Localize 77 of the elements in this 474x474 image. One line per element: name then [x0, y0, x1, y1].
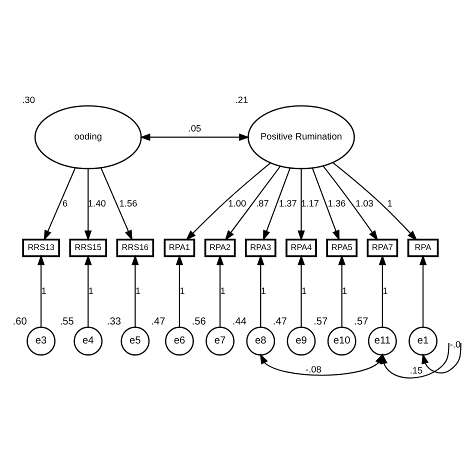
edge-label: 1.40	[88, 198, 106, 208]
arrow	[132, 254, 139, 328]
arrow	[312, 168, 340, 241]
node-circle: e8	[246, 326, 276, 356]
edge-label: 1	[260, 286, 266, 296]
edge-label: 1	[301, 286, 307, 296]
node-box: RRS15	[69, 238, 108, 258]
node-label: .55	[60, 316, 74, 328]
node-box: RPA5	[326, 238, 358, 258]
node-circle: e10	[327, 326, 356, 356]
node-label: .57	[314, 316, 328, 328]
arrow	[298, 254, 305, 328]
node-box: RRS16	[116, 238, 154, 258]
node-circle: e7	[206, 326, 235, 356]
arrow	[262, 168, 291, 241]
node-label: .33	[106, 316, 121, 328]
node-box: RPA1	[164, 238, 196, 258]
node-circle: e11	[368, 326, 397, 356]
edge-label: 1.36	[328, 198, 346, 208]
node-label: .30	[22, 95, 36, 106]
edge-label: 1	[382, 286, 388, 296]
node-label: .60	[12, 316, 27, 328]
node-label: .57	[354, 316, 368, 328]
arrow	[322, 166, 378, 241]
node-ellipse: ooding	[34, 105, 142, 170]
node-box: RPA4	[286, 238, 317, 258]
node-circle: e5	[120, 326, 150, 356]
edge-label: 1	[180, 286, 185, 296]
edge-label: 1	[41, 286, 46, 296]
edge-label: 1.56	[119, 198, 138, 208]
arrow	[332, 162, 418, 241]
arrow	[216, 254, 224, 328]
node-label: .47	[151, 316, 166, 328]
node-label: .47	[272, 316, 288, 328]
arrow	[84, 168, 92, 241]
arrow	[224, 166, 281, 241]
edge-label: .15	[410, 366, 423, 376]
edge-label: -.0	[450, 339, 461, 350]
node-label: .56	[192, 316, 206, 328]
node-box: RPA7	[366, 238, 398, 258]
edge-label: .87	[256, 198, 269, 208]
edge-label: .05	[188, 124, 202, 134]
arrow	[84, 254, 92, 328]
edge-label: 1.03	[355, 198, 374, 208]
arrow	[422, 342, 462, 374]
arrow	[338, 254, 346, 328]
node-label: .44	[232, 316, 246, 328]
arrow	[140, 134, 250, 141]
arrow	[100, 168, 132, 241]
node-circle: e3	[26, 326, 56, 356]
edge-label: 1	[387, 198, 392, 208]
edge-label: 1.37	[278, 198, 297, 208]
node-circle: e9	[286, 326, 316, 356]
arrow	[44, 168, 76, 241]
edge-label: 1	[342, 286, 348, 296]
arrow	[176, 254, 184, 328]
arrow	[37, 254, 45, 328]
node-box: RRS13	[22, 238, 60, 258]
edge-label: -.08	[306, 364, 322, 374]
node-box: RPA2	[204, 238, 236, 258]
arrow	[419, 254, 427, 328]
edge-label: 1	[135, 286, 141, 296]
node-box: RPA	[407, 238, 439, 258]
node-ellipse: Positive Rumination	[248, 105, 355, 170]
node-circle: e6	[164, 326, 194, 356]
edge-label: 6	[62, 198, 68, 208]
arrow	[256, 254, 264, 328]
edge-label: 1.00	[228, 198, 246, 208]
node-label: .21	[235, 95, 248, 106]
arrow	[378, 254, 386, 328]
arrow	[186, 162, 271, 241]
node-box: RPA3	[244, 238, 276, 258]
arrow	[298, 168, 305, 241]
edge-label: 1	[220, 286, 226, 296]
edge-label: 1	[88, 286, 94, 296]
node-circle: e4	[74, 326, 103, 356]
node-circle: e1	[408, 326, 438, 356]
